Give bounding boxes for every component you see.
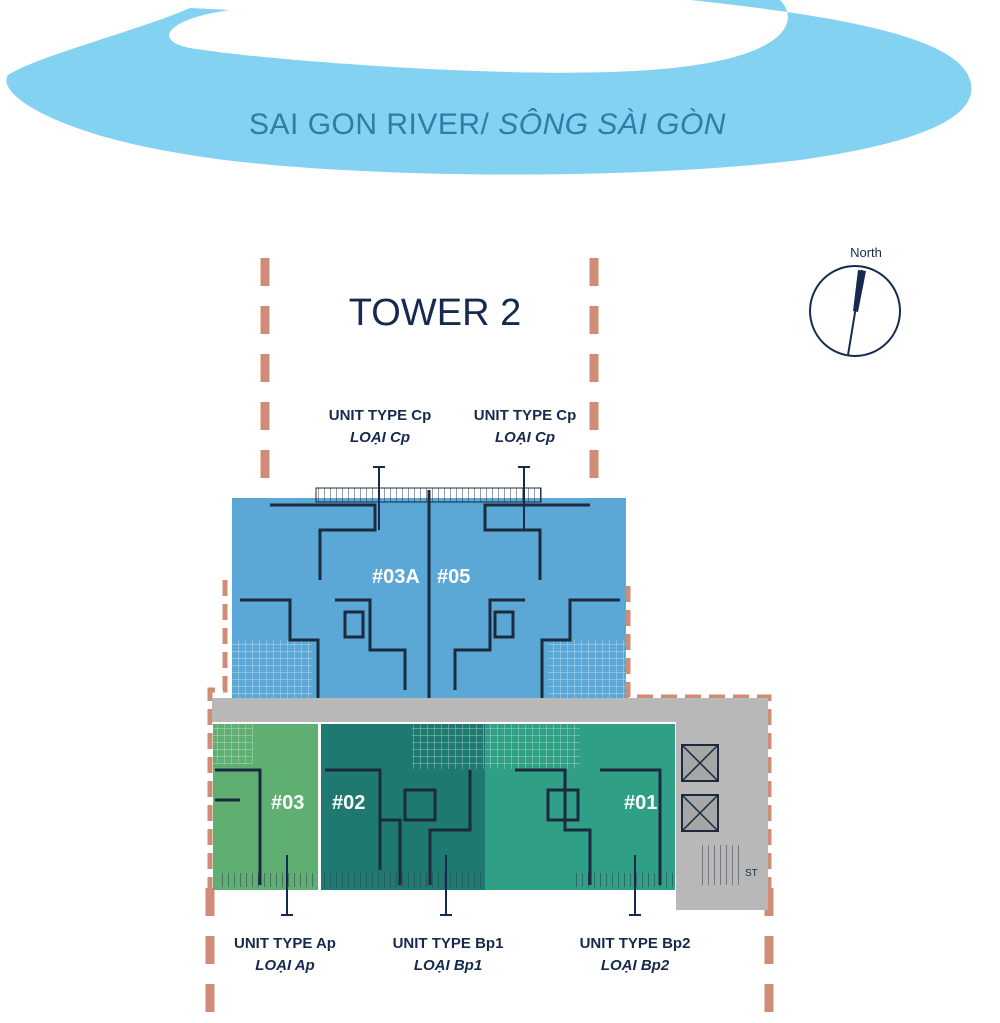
stair-label: ST <box>745 868 758 879</box>
unit-type-en: UNIT TYPE Cp <box>473 407 577 424</box>
unit-type-vi: LOẠI Cp <box>495 429 555 446</box>
unit-type-en: UNIT TYPE Bp1 <box>392 935 504 952</box>
unit-type-en: UNIT TYPE Bp2 <box>579 935 691 952</box>
lower-block <box>213 724 740 890</box>
corridor <box>212 698 768 722</box>
unit-type-vi: LOẠI Bp2 <box>600 957 670 974</box>
upper-block <box>232 487 626 700</box>
building-outline <box>207 500 772 890</box>
unit-number-03a: #03A <box>372 566 420 588</box>
unit-type-02: UNIT TYPE Bp1 LOẠI Bp1 <box>368 933 528 977</box>
unit-number-05: #05 <box>437 566 471 588</box>
river-label: SAI GON RIVER/ SÔNG SÀI GÒN <box>0 108 975 142</box>
unit-number-02: #02 <box>332 792 366 814</box>
compass-icon <box>809 265 901 357</box>
north-label: North <box>850 245 882 260</box>
river <box>6 0 972 175</box>
unit-number-01: #01 <box>624 792 658 814</box>
river-label-en: SAI GON RIVER/ <box>249 108 490 141</box>
site-boundary <box>205 258 774 1015</box>
unit-type-vi: LOẠI Cp <box>350 429 410 446</box>
unit-type-05: UNIT TYPE Cp LOẠI Cp <box>445 405 605 449</box>
unit-type-vi: LOẠI Ap <box>255 957 315 974</box>
unit-type-vi: LOẠI Bp1 <box>413 957 483 974</box>
tower-title: TOWER 2 <box>348 292 522 334</box>
unit-number-03: #03 <box>271 792 305 814</box>
unit-type-01: UNIT TYPE Bp2 LOẠI Bp2 <box>555 933 715 977</box>
unit-type-03a: UNIT TYPE Cp LOẠI Cp <box>300 405 460 449</box>
river-label-vi: SÔNG SÀI GÒN <box>498 108 726 141</box>
unit-type-03: UNIT TYPE Ap LOẠI Ap <box>205 933 365 977</box>
unit-type-en: UNIT TYPE Cp <box>328 407 432 424</box>
unit-type-en: UNIT TYPE Ap <box>234 935 336 952</box>
